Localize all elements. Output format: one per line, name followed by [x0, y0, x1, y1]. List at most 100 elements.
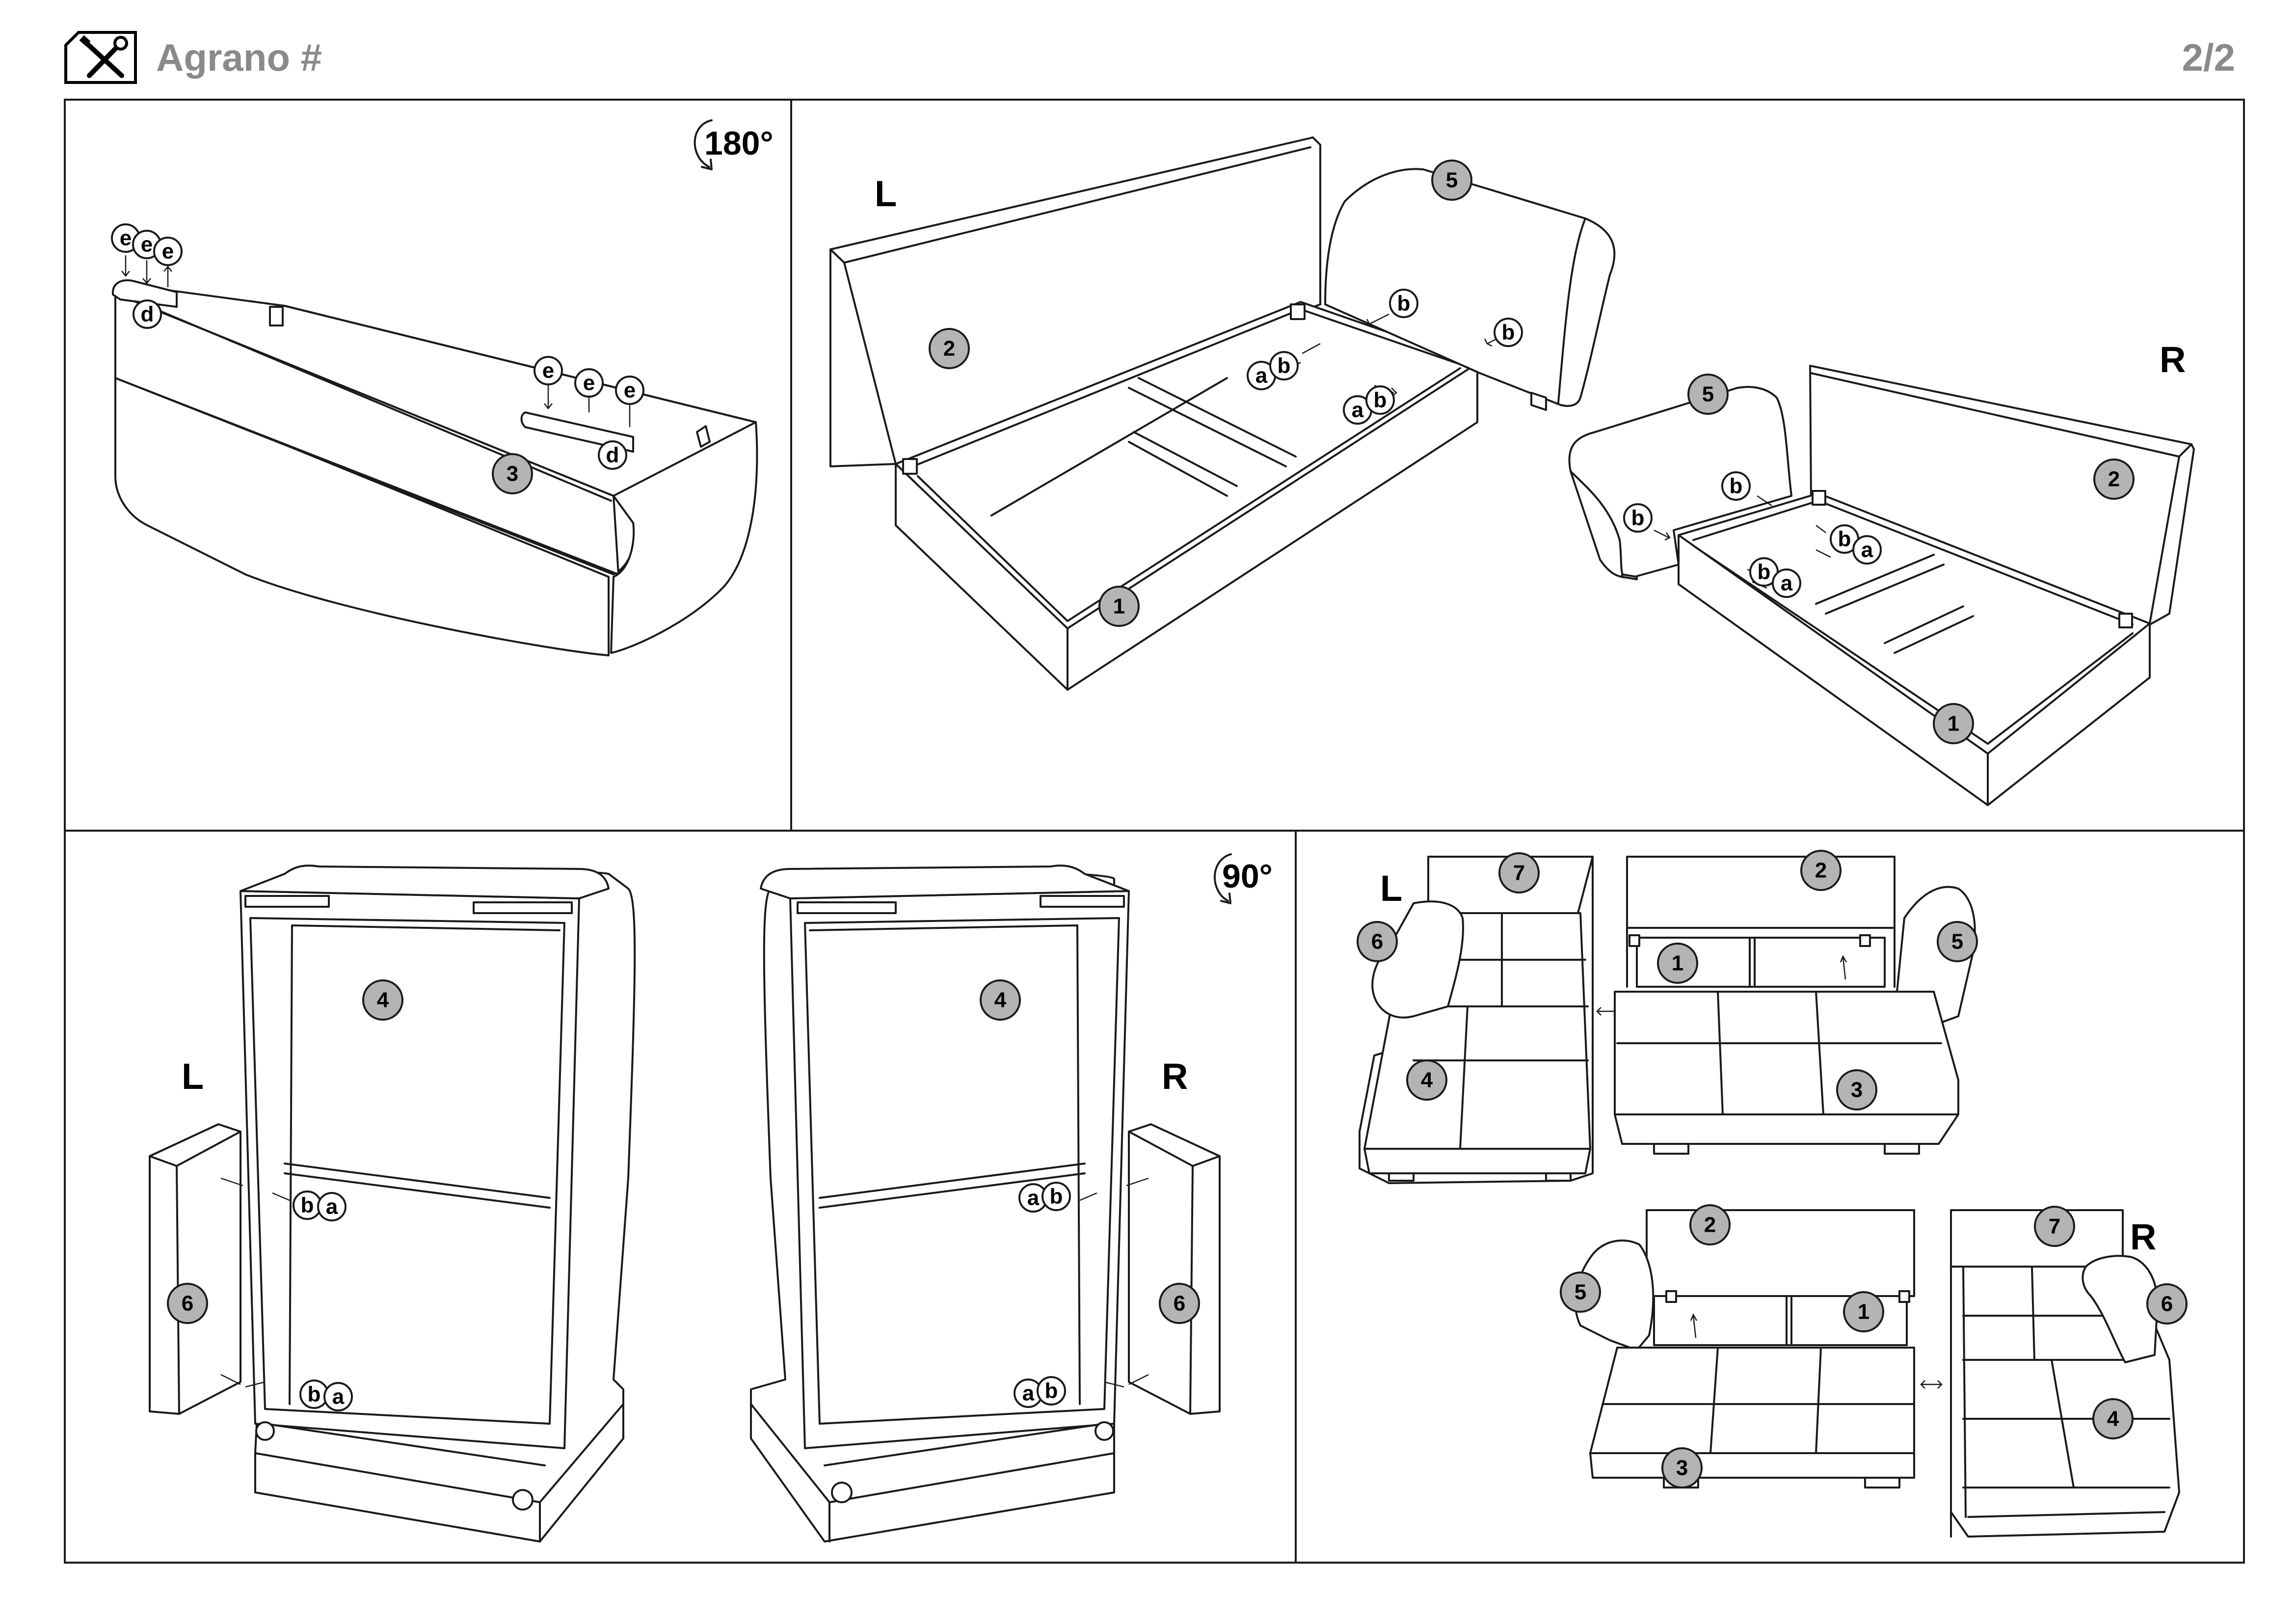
part-badge-6: 6 [167, 1283, 208, 1324]
svg-text:4: 4 [1421, 1068, 1433, 1092]
fitting-label-b: b [1494, 318, 1523, 347]
svg-text:6: 6 [2161, 1292, 2173, 1316]
upright-seat-left-drawing [149, 865, 636, 1543]
sofabed-left-drawing [1614, 856, 1976, 1155]
part-badge-5: 5 [1937, 921, 1978, 962]
rotate-90-icon: 90° [1214, 853, 1273, 904]
fitting-label-b: b [299, 1380, 329, 1409]
svg-text:b: b [1278, 354, 1291, 378]
svg-text:2: 2 [943, 337, 955, 361]
svg-text:3: 3 [507, 462, 518, 486]
rotate-180-icon: 180° [694, 119, 774, 170]
part-badge-3: 3 [1661, 1447, 1703, 1489]
page-number: 2/2 [2182, 36, 2235, 79]
part-badge-2: 2 [1689, 1204, 1731, 1245]
fitting-label-b: b [1389, 289, 1418, 318]
svg-text:a: a [332, 1385, 345, 1409]
tools-icon [64, 30, 137, 84]
part-badge-2: 2 [2093, 459, 2135, 500]
svg-text:5: 5 [1702, 382, 1714, 406]
panel-3-step: 90° L R b a b a 4 6 [149, 853, 1273, 1543]
fitting-label-a: a [1772, 568, 1801, 598]
fitting-label-b: b [1037, 1376, 1066, 1406]
svg-text:b: b [1838, 527, 1851, 551]
svg-text:d: d [141, 302, 154, 326]
svg-text:a: a [326, 1195, 338, 1219]
sofabed-right-drawing [1574, 1209, 1943, 1489]
svg-text:1: 1 [1858, 1300, 1869, 1324]
svg-text:b: b [1631, 506, 1645, 530]
svg-text:b: b [301, 1193, 314, 1218]
panel-1-step: 180° e e e d e e e d 3 [111, 119, 774, 656]
svg-text:e: e [542, 359, 554, 383]
sofa-right-base-drawing [1568, 365, 2195, 806]
part-badge-6: 6 [1357, 921, 1398, 962]
fitting-label-b: b [1721, 471, 1751, 501]
seat-upside-down-drawing [111, 279, 758, 656]
svg-text:3: 3 [1851, 1078, 1863, 1102]
fitting-label-b: b [1365, 385, 1395, 415]
side-label-left: L [1380, 868, 1402, 909]
panel-2-step: L R b b a b a b 1 2 5 [829, 136, 2195, 806]
document-title: Agrano # [156, 36, 322, 79]
svg-text:b: b [1045, 1379, 1058, 1403]
rotation-label: 90° [1222, 858, 1273, 895]
fitting-label-d: d [133, 299, 162, 329]
fitting-label-e: e [574, 368, 604, 398]
part-badge-1: 1 [1657, 943, 1698, 984]
part-badge-6: 6 [1159, 1283, 1200, 1324]
svg-text:a: a [1781, 571, 1793, 595]
part-badge-3: 3 [1836, 1069, 1877, 1110]
svg-text:a: a [1861, 538, 1873, 562]
panel-4-step: L R 7 6 4 [1357, 850, 2188, 1538]
svg-text:6: 6 [1174, 1292, 1185, 1316]
svg-text:a: a [1255, 364, 1268, 388]
part-badge-4: 4 [362, 979, 403, 1021]
svg-text:2: 2 [2108, 467, 2120, 491]
part-badge-5: 5 [1431, 160, 1472, 201]
fitting-label-a: a [1014, 1379, 1043, 1408]
rotation-label: 180° [704, 125, 774, 162]
svg-text:5: 5 [1951, 930, 1963, 954]
part-badge-4: 4 [1406, 1059, 1447, 1101]
svg-text:a: a [1352, 398, 1364, 422]
svg-text:2: 2 [1704, 1213, 1716, 1237]
part-badge-6: 6 [2146, 1283, 2188, 1325]
svg-text:e: e [120, 226, 132, 250]
fitting-label-e: e [615, 376, 644, 405]
panel-grid [64, 99, 2245, 1564]
side-label-left: L [875, 173, 897, 214]
svg-text:6: 6 [182, 1292, 193, 1316]
svg-text:b: b [1374, 388, 1387, 412]
svg-text:a: a [1027, 1186, 1040, 1210]
svg-text:d: d [606, 443, 619, 467]
svg-text:1: 1 [1113, 595, 1125, 619]
svg-text:1: 1 [1672, 951, 1683, 975]
part-badge-4: 4 [980, 979, 1021, 1021]
svg-text:b: b [1758, 560, 1771, 584]
svg-text:a: a [1022, 1381, 1035, 1406]
part-badge-2: 2 [929, 328, 970, 369]
part-badge-5: 5 [1687, 374, 1729, 415]
svg-text:e: e [141, 233, 153, 257]
svg-text:5: 5 [1446, 168, 1458, 192]
svg-text:7: 7 [2049, 1215, 2060, 1239]
fitting-label-b: b [293, 1191, 322, 1220]
svg-text:e: e [624, 379, 636, 403]
chaise-right-drawing [1950, 1209, 2180, 1538]
part-badge-1: 1 [1098, 586, 1140, 627]
side-label-right: R [2130, 1217, 2156, 1257]
part-badge-5: 5 [1560, 1272, 1601, 1313]
svg-text:7: 7 [1513, 861, 1525, 885]
part-badge-3: 3 [492, 453, 533, 494]
fitting-label-a: a [1018, 1183, 1048, 1213]
fitting-label-e: e [534, 356, 563, 385]
fitting-label-b: b [1749, 557, 1779, 587]
upright-seat-right-drawing [750, 865, 1221, 1543]
svg-text:e: e [162, 240, 174, 264]
svg-text:b: b [1730, 474, 1743, 498]
part-badge-7: 7 [2034, 1206, 2075, 1247]
fitting-label-b: b [1269, 351, 1299, 380]
svg-text:4: 4 [2107, 1407, 2119, 1431]
side-label-right: R [2160, 339, 2186, 380]
